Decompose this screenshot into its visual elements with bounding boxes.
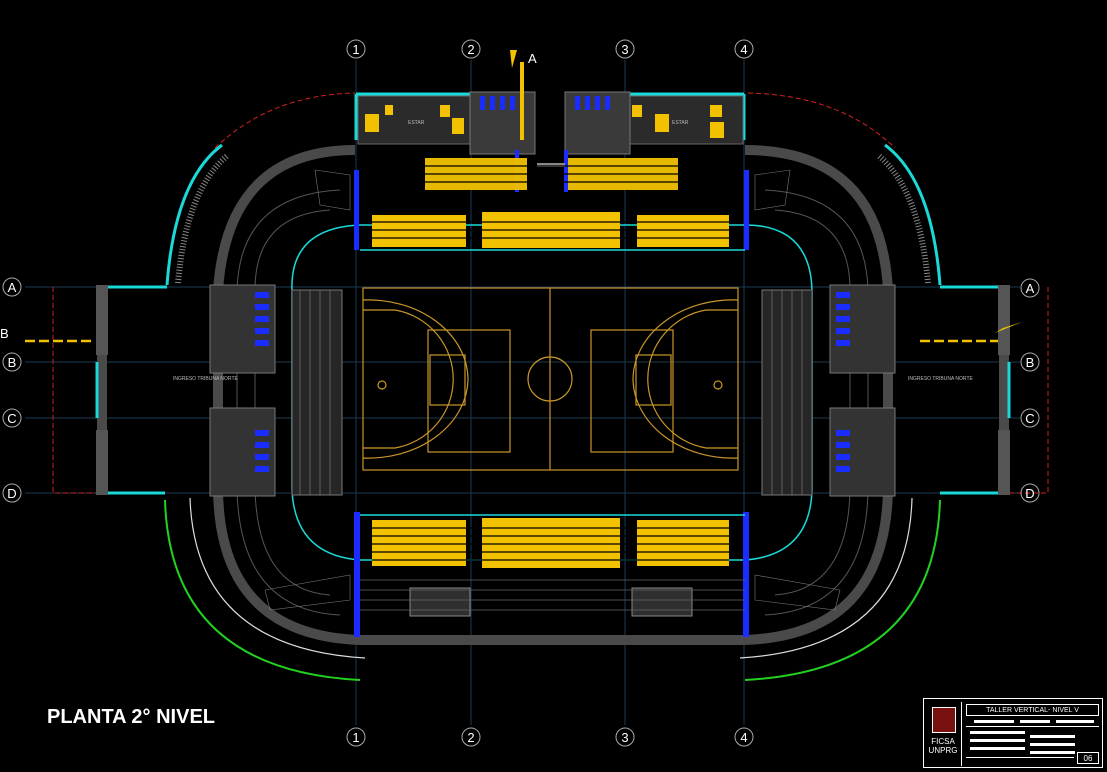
axis-3-top: 3 [621, 42, 628, 57]
axis-1-bottom: 1 [352, 730, 359, 745]
tb-field [970, 739, 1025, 742]
axis-2-bottom: 2 [467, 730, 474, 745]
grid-bubbles-bottom [346, 727, 754, 747]
axis-4-bottom: 4 [740, 730, 747, 745]
tb-rule [966, 757, 1074, 758]
axis-B-right: B [1026, 355, 1035, 370]
entrance-note-left: INGRESO TRIBUNA NORTE [173, 376, 238, 382]
stair-fans [175, 152, 931, 611]
project-title: TALLER VERTICAL- NIVEL V [966, 704, 1099, 716]
side-bleachers [291, 289, 813, 496]
cut-line [52, 92, 1049, 494]
sheet-number: 06 [1077, 752, 1099, 764]
exterior-ramp [164, 497, 941, 681]
axis-D-right: D [1025, 486, 1034, 501]
tb-field [1056, 720, 1094, 723]
tb-field [974, 720, 1014, 723]
basketball-court [362, 287, 739, 471]
tribune-walls [354, 512, 749, 637]
axis-A-right: A [1026, 281, 1035, 296]
title-block-org: FICSA UNPRG [926, 737, 960, 755]
tb-field [1020, 720, 1050, 723]
title-block: FICSA UNPRG TALLER VERTICAL- NIVEL V 06 [923, 698, 1103, 768]
restrooms [209, 284, 896, 497]
tb-rule [966, 726, 1099, 727]
entrance-note-right: INGRESO TRIBUNA NORTE [908, 376, 973, 382]
tb-field [970, 731, 1025, 734]
grid-bubbles-left [2, 277, 22, 503]
grid-bubbles-right [1020, 278, 1040, 503]
lower-steps [360, 579, 745, 617]
tb-field [1030, 735, 1075, 738]
stair-tag-left: ESTAR [408, 120, 425, 126]
end-blocks [95, 285, 1011, 495]
inner-bowl [291, 224, 813, 561]
top-wing [354, 50, 749, 250]
glazing [105, 92, 1000, 495]
tb-field [970, 747, 1025, 750]
grid-bubbles-top [346, 39, 754, 59]
org-line-2: UNPRG [928, 746, 958, 755]
entrance-arrows [25, 322, 1022, 343]
stair-tag-right: ESTAR [672, 120, 689, 126]
tb-field [1030, 743, 1075, 746]
axis-C-right: C [1025, 411, 1034, 426]
section-mark-left: B [0, 326, 9, 341]
axis-C-left: C [7, 411, 16, 426]
university-logo [927, 702, 962, 766]
org-line-1: FICSA [931, 737, 955, 746]
axis-B-left: B [8, 355, 17, 370]
axis-A-left: A [8, 280, 17, 295]
axis-4-top: 4 [740, 42, 747, 57]
seal-icon [932, 707, 956, 733]
seat-rows [372, 165, 729, 561]
section-mark: A [528, 51, 537, 66]
axis-3-bottom: 3 [621, 730, 628, 745]
outer-ring-wall [213, 145, 893, 645]
plan-title: PLANTA 2° NIVEL [47, 706, 216, 728]
axis-1-top: 1 [352, 42, 359, 57]
axis-D-left: D [7, 486, 16, 501]
tb-field [1030, 751, 1075, 754]
axis-2-top: 2 [467, 42, 474, 57]
